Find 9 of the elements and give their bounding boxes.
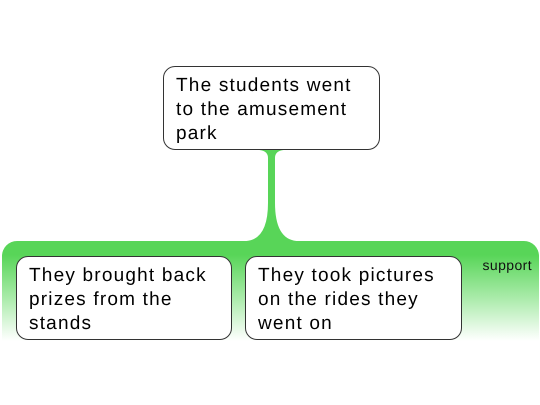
detail-box bbox=[16, 256, 232, 340]
box-text: They brought back prizes from the stands bbox=[29, 264, 208, 336]
topic-box bbox=[163, 66, 380, 150]
band-label: support bbox=[482, 257, 532, 273]
box-text: The students went to the amusement park bbox=[176, 74, 353, 146]
connector bbox=[246, 150, 296, 241]
box-text: They took pictures on the rides they went on bbox=[258, 264, 436, 336]
support-band bbox=[2, 241, 539, 341]
detail-box bbox=[245, 256, 462, 340]
